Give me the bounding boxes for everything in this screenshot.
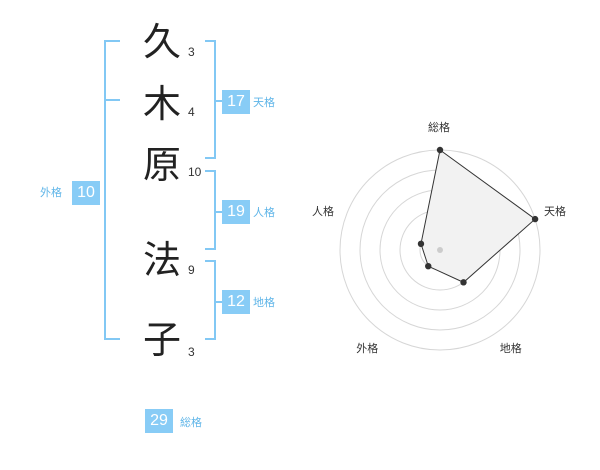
- name-char-3: 原: [142, 143, 181, 187]
- radar-point-1: [531, 215, 539, 223]
- stroke-count-2: 4: [188, 105, 195, 119]
- name-char-1: 久: [142, 20, 181, 64]
- soukaku-badge: 29: [145, 409, 173, 433]
- chikaku-badge: 12: [222, 290, 250, 314]
- jinkaku-badge: 19: [222, 200, 250, 224]
- name-char-4: 法: [142, 238, 181, 282]
- gaikaku-label: 外格: [40, 186, 62, 199]
- soukaku-label: 総格: [180, 416, 202, 429]
- radar-axis-label-gaikaku: 外格: [356, 341, 379, 355]
- stroke-count-1: 3: [188, 45, 195, 59]
- stroke-count-4: 9: [188, 263, 195, 277]
- radar-axis-label-jinkaku: 人格: [311, 205, 334, 219]
- radar-point-4: [417, 240, 425, 248]
- tenkaku-badge: 17: [222, 90, 250, 114]
- radar-axis-label-chikaku: 地格: [499, 341, 522, 355]
- radar-center-dot: [437, 247, 443, 253]
- radar-point-2: [460, 279, 467, 286]
- radar-point-0: [436, 146, 444, 154]
- radar-axis-label-tenkaku: 天格: [544, 205, 567, 219]
- name-char-2: 木: [142, 82, 181, 126]
- radar-point-3: [425, 262, 432, 270]
- stroke-count-3: 10: [188, 165, 202, 179]
- chikaku-label: 地格: [253, 296, 275, 309]
- chikaku-connector: [216, 301, 222, 303]
- name-char-5: 子: [142, 318, 181, 362]
- jinkaku-connector: [216, 211, 222, 213]
- tenkaku-label: 天格: [253, 96, 275, 109]
- radar-axis-label-soukaku: 総格: [428, 121, 450, 134]
- gaikaku-badge: 10: [72, 181, 100, 205]
- tenkaku-connector: [216, 100, 222, 102]
- jinkaku-label: 人格: [253, 206, 275, 219]
- radar-data-polygon: [420, 149, 536, 283]
- stroke-count-5: 3: [188, 345, 195, 359]
